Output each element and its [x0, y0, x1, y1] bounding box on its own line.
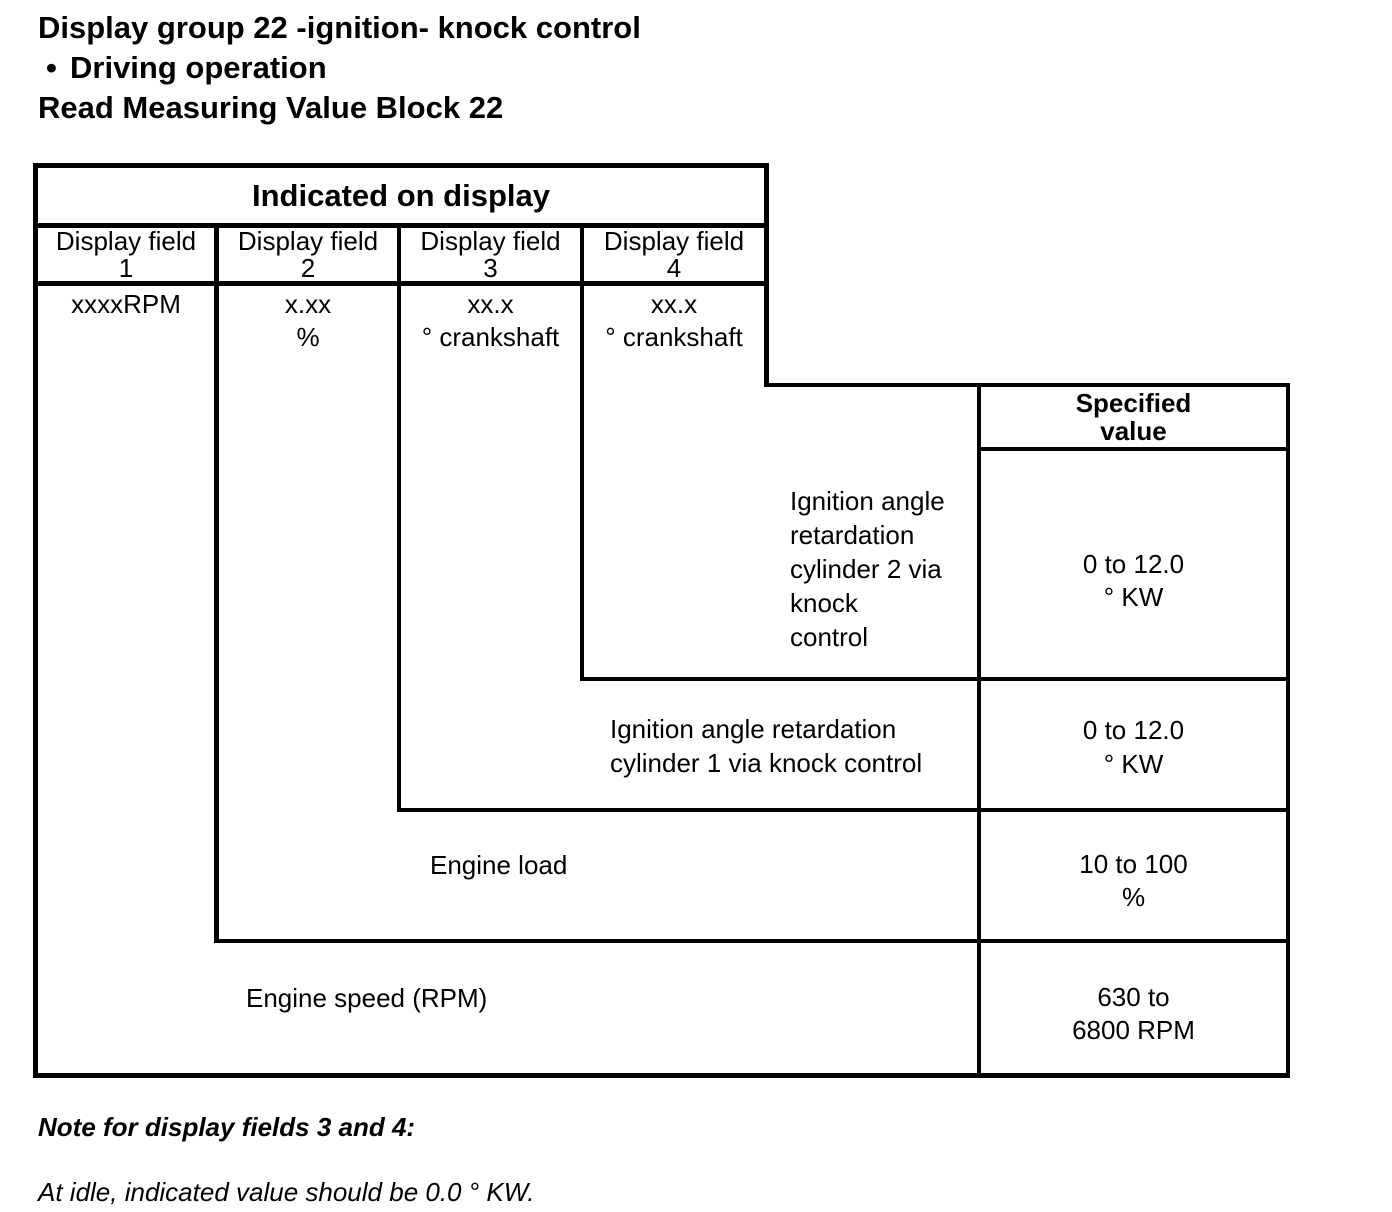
row-description-engine-speed: Engine speed (RPM): [246, 981, 487, 1015]
field-row-bottom-border: [33, 281, 769, 286]
display-field-3-label: Display field: [420, 226, 561, 256]
specified-value-header-line1: Specified: [1075, 388, 1192, 418]
display-field-1-number: 1: [118, 253, 134, 283]
row1-desc-line4: knock: [790, 588, 858, 618]
row1-bottom-border: [580, 677, 1290, 681]
instruction-read-block: Read Measuring Value Block 22: [38, 90, 504, 125]
display-field-3-header: Display field 3: [401, 228, 580, 282]
field-1-value-line1: xxxxRPM: [71, 289, 181, 319]
row2-desc-line1: Ignition angle retardation: [610, 714, 897, 744]
spec-column-left-border: [977, 383, 981, 1078]
display-field-2-header: Display field 2: [219, 228, 397, 282]
display-field-3-value: xx.x ° crankshaft: [401, 288, 580, 354]
row3-value-line1: 10 to 100: [1079, 849, 1188, 879]
spec-column-right-border: [1286, 383, 1290, 1078]
page-title: Display group 22 -ignition- knock contro…: [38, 10, 641, 45]
field-2-value-line2: %: [296, 322, 320, 352]
header-bottom-border: [33, 223, 769, 228]
row2-value-line2: ° KW: [1103, 749, 1164, 779]
display-field-1-label: Display field: [55, 226, 197, 256]
row4-value-line2: 6800 RPM: [1072, 1015, 1195, 1045]
row2-bottom-border: [397, 808, 1290, 812]
display-field-1-value: xxxxRPM: [38, 288, 214, 321]
indicated-on-display-header: Indicated on display: [252, 177, 550, 213]
row1-desc-line5: control: [790, 622, 869, 652]
display-field-1-header: Display field 1: [38, 228, 214, 282]
row3-bottom-border: [214, 939, 1290, 943]
bullet-icon: •: [46, 50, 57, 85]
table-left-border: [33, 163, 38, 1078]
col2-col3-divider: [397, 223, 401, 812]
table-right-border-upper: [764, 163, 769, 387]
bullet-item-driving-operation: Driving operation: [70, 50, 327, 85]
display-field-2-value: x.xx %: [219, 288, 397, 354]
spec-column-top-border: [764, 383, 1290, 387]
display-field-4-label: Display field: [603, 226, 745, 256]
row2-desc-line2: cylinder 1 via knock control: [610, 748, 923, 778]
row1-value-line2: ° KW: [1103, 582, 1164, 612]
col3-col4-divider: [580, 223, 584, 681]
row1-desc-line3: cylinder 2 via: [790, 554, 942, 584]
field-4-value-line1: xx.x: [650, 289, 698, 319]
display-field-4-header: Display field 4: [584, 228, 764, 282]
row3-desc-line1: Engine load: [430, 850, 568, 880]
row1-value-line1: 0 to 12.0: [1082, 549, 1185, 579]
specified-value-header-line2: value: [1100, 416, 1167, 446]
row-description-cylinder-2: Ignition angle retardation cylinder 2 vi…: [790, 484, 945, 654]
display-field-4-number: 4: [666, 253, 682, 283]
row-description-cylinder-1: Ignition angle retardation cylinder 1 vi…: [610, 712, 922, 780]
specified-value-header: Specified value: [981, 387, 1286, 447]
note-heading: Note for display fields 3 and 4:: [38, 1112, 416, 1142]
row-spec-value-cylinder-1: 0 to 12.0 ° KW: [981, 713, 1286, 781]
row-spec-value-engine-load: 10 to 100 %: [981, 848, 1286, 914]
note-body: At idle, indicated value should be 0.0 °…: [38, 1177, 535, 1207]
row-spec-value-cylinder-2: 0 to 12.0 ° KW: [981, 548, 1286, 614]
spec-header-bottom-border: [977, 447, 1290, 451]
table-top-border: [33, 163, 769, 168]
row2-value-line1: 0 to 12.0: [1082, 715, 1185, 745]
table-bottom-border: [33, 1073, 1290, 1078]
row-spec-value-engine-speed: 630 to 6800 RPM: [981, 981, 1286, 1047]
row-description-engine-load: Engine load: [430, 848, 567, 882]
display-field-2-number: 2: [300, 253, 316, 283]
display-field-4-value: xx.x ° crankshaft: [584, 288, 764, 354]
row3-value-line2: %: [1121, 882, 1146, 912]
field-3-value-line1: xx.x: [467, 289, 514, 319]
display-field-2-label: Display field: [237, 226, 379, 256]
field-4-value-line2: ° crankshaft: [605, 322, 743, 352]
col1-col2-divider: [214, 223, 219, 943]
row4-desc-line1: Engine speed (RPM): [246, 983, 488, 1013]
row1-desc-line1: Ignition angle: [790, 486, 945, 516]
field-3-value-line2: ° crankshaft: [421, 322, 560, 352]
display-field-3-number: 3: [483, 253, 498, 283]
row1-desc-line2: retardation: [790, 520, 915, 550]
field-2-value-line1: x.xx: [284, 289, 332, 319]
row4-value-line1: 630 to: [1097, 982, 1170, 1012]
